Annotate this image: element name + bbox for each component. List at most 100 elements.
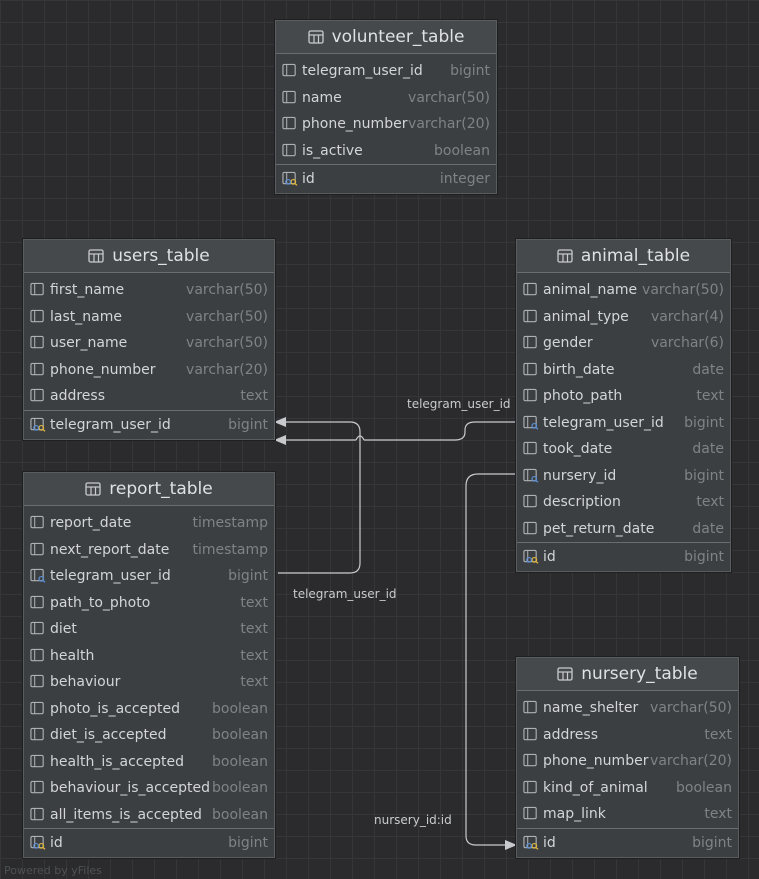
column-type: text — [704, 726, 732, 743]
table-header[interactable]: users_table — [24, 240, 274, 273]
column-type: bigint — [228, 835, 268, 851]
column-type: text — [696, 494, 724, 511]
table-icon — [557, 667, 573, 681]
column-name: address — [543, 726, 599, 743]
column-icon — [30, 336, 46, 350]
column-name: phone_number — [50, 361, 156, 378]
column-type: date — [692, 361, 724, 378]
table-header[interactable]: nursery_table — [517, 658, 738, 691]
column-icon — [523, 336, 539, 350]
table-header[interactable]: report_table — [24, 473, 274, 506]
column-name: id — [543, 834, 556, 851]
column-row[interactable]: animal_type varchar(4) — [517, 304, 730, 331]
column-type: bigint — [692, 834, 732, 851]
column-icon — [523, 442, 539, 456]
primary-key-icon — [30, 417, 46, 432]
column-name: behaviour — [50, 674, 121, 691]
column-name: nursery_id — [543, 467, 617, 484]
column-type: text — [240, 621, 268, 638]
column-type: text — [704, 806, 732, 823]
column-name: photo_path — [543, 388, 623, 405]
column-icon — [523, 389, 539, 403]
column-name: user_name — [50, 335, 128, 352]
column-type: bigint — [228, 416, 268, 433]
column-name: last_name — [50, 308, 122, 325]
edge-animal-users — [282, 421, 517, 441]
primary-key-row[interactable]: id bigint — [517, 543, 730, 571]
primary-key-icon — [30, 835, 46, 850]
column-type: bigint — [684, 549, 724, 565]
column-type: varchar(50) — [408, 89, 490, 106]
column-icon — [30, 389, 46, 403]
column-row[interactable]: name varchar(50) — [276, 85, 496, 112]
column-icon — [282, 90, 298, 105]
column-icon — [30, 701, 46, 716]
column-row[interactable]: description text — [517, 489, 730, 516]
column-icon — [30, 309, 46, 324]
column-name: description — [543, 494, 621, 511]
column-type: varchar(4) — [650, 308, 724, 325]
column-type: date — [692, 520, 724, 537]
edge-animal-nursery — [465, 473, 517, 846]
column-icon — [30, 622, 46, 636]
table-icon — [88, 249, 104, 263]
column-name: id — [302, 171, 315, 187]
column-type: date — [692, 441, 724, 458]
table-icon — [307, 30, 324, 44]
column-name: animal_type — [543, 308, 629, 325]
table-header[interactable]: animal_table — [517, 240, 730, 273]
column-row[interactable]: address text — [517, 722, 738, 749]
table-name: users_table — [112, 246, 210, 266]
column-name: name — [302, 89, 342, 106]
foreign-key-column-icon — [30, 569, 46, 583]
column-name: id — [543, 549, 556, 565]
column-type: varchar(20) — [650, 753, 732, 770]
table-header[interactable]: volunteer_table — [276, 21, 496, 54]
table-icon — [85, 482, 101, 496]
column-name: behaviour_is_accepted — [50, 780, 210, 797]
primary-key-row[interactable]: id bigint — [517, 829, 738, 857]
column-type: boolean — [212, 780, 268, 797]
